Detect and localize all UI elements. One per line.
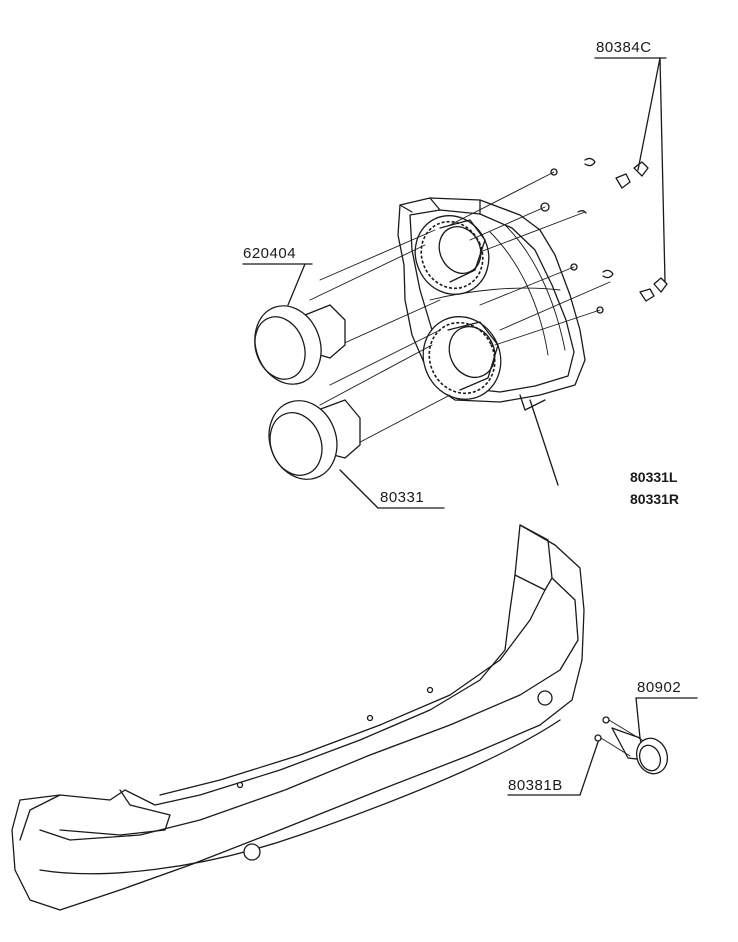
- socket-lower: [268, 329, 451, 480]
- callout-lamp-socket: 80331: [380, 489, 424, 506]
- bulb-upper: [254, 229, 441, 385]
- callout-tail-lamp-left: 80331L: [630, 469, 678, 485]
- reflector-assembly: [594, 716, 669, 775]
- callout-tail-lamp-right: 80331R: [630, 491, 679, 507]
- leader-lines: [242, 57, 698, 796]
- callout-bulb: 620404: [243, 245, 296, 262]
- callout-clip-set: 80384C: [596, 39, 652, 56]
- hardware-guide-lines: [449, 171, 611, 346]
- callout-reflector: 80902: [637, 679, 681, 696]
- callout-reflector-clip: 80381B: [508, 777, 563, 794]
- clip-hardware: [540, 157, 668, 314]
- lower-socket-ring: [422, 316, 502, 400]
- rear-bumper: [11, 524, 585, 911]
- upper-socket-ring: [414, 215, 490, 295]
